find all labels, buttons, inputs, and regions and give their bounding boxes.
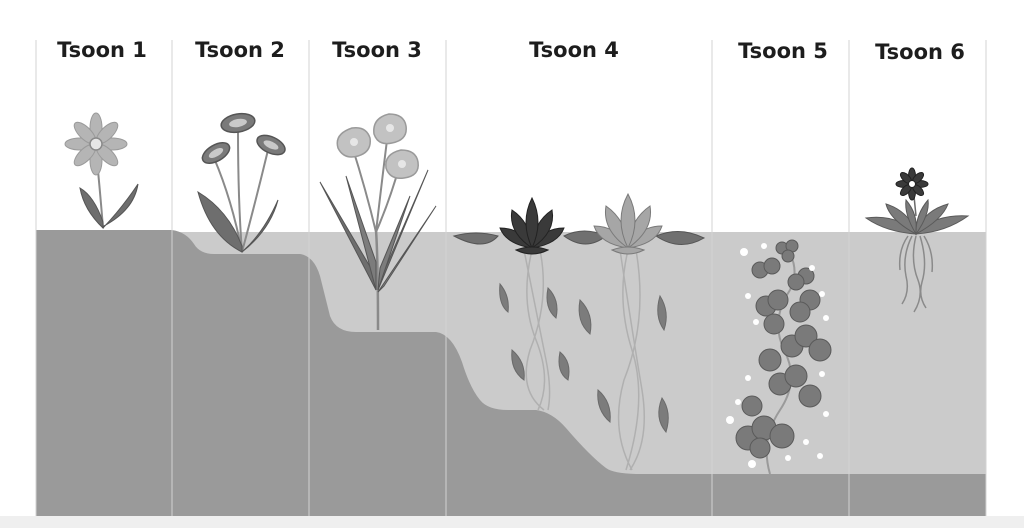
zone-5-title: Tsoon 5 xyxy=(738,39,828,63)
zone4-lily-pads xyxy=(452,230,706,245)
zone1-flower-plant xyxy=(64,112,139,230)
zone-dividers xyxy=(35,40,987,516)
zone2-plant xyxy=(197,112,286,253)
zone4-lily-stems xyxy=(523,249,646,471)
zone4-submerged-leaves xyxy=(499,282,669,434)
zone5-leaves xyxy=(735,239,832,459)
zone-3-title: Tsoon 3 xyxy=(332,38,422,62)
zone4-dark-lotus-flower xyxy=(499,196,565,255)
soil-profile xyxy=(36,230,986,516)
zone-2-title: Tsoon 2 xyxy=(195,38,285,62)
zone3-iris-plant xyxy=(319,113,437,331)
zone5-bubbles xyxy=(726,243,829,468)
zone6-roots xyxy=(898,235,934,313)
zone6-rosette-leaves xyxy=(864,198,970,236)
zone6-floating-plant xyxy=(864,167,970,313)
zone-1-title: Tsoon 1 xyxy=(57,38,147,62)
zone4-light-lotus-flower xyxy=(593,192,663,255)
bottom-strip xyxy=(0,516,1024,528)
zone5-submerged-plant xyxy=(726,239,832,475)
zone-4-title: Tsoon 4 xyxy=(529,38,619,62)
zone-6-title: Tsoon 6 xyxy=(875,40,965,64)
zone4-water-lilies xyxy=(452,192,706,471)
